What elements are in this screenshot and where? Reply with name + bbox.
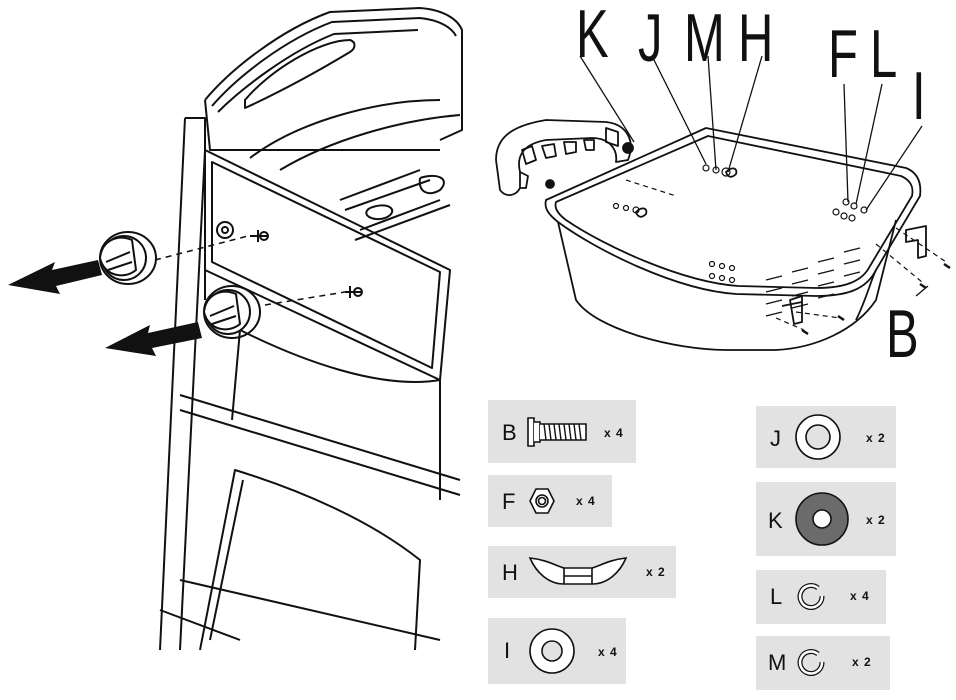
callout-j: J <box>638 0 663 76</box>
part-qty: x 4 <box>850 589 870 603</box>
washer-icon <box>795 414 841 460</box>
warming-rack-exploded-view <box>495 55 951 351</box>
callout-k: K <box>576 0 609 72</box>
part-f-box: F x 4 <box>488 475 612 527</box>
callout-f: F <box>828 16 858 92</box>
arrow-icon <box>8 260 202 356</box>
callout-h: H <box>738 0 774 76</box>
part-l-box: L x 4 <box>756 570 886 624</box>
grill-lid-outline <box>204 7 463 141</box>
callout-b: B <box>886 296 919 372</box>
part-letter: J <box>770 426 781 451</box>
part-letter: B <box>502 420 517 445</box>
control-panel-outline <box>204 149 451 381</box>
part-qty: x 2 <box>866 513 886 527</box>
part-b-box: B x 4 <box>488 400 636 463</box>
part-qty: x 2 <box>866 431 886 445</box>
grill-knob-installation-illustration <box>8 7 463 650</box>
split-lock-washer-icon <box>797 649 825 676</box>
part-qty: x 4 <box>598 645 618 659</box>
part-h-box: H x 2 <box>488 546 676 598</box>
flat-washer-icon <box>529 628 575 674</box>
part-letter: K <box>768 508 783 533</box>
part-letter: M <box>768 650 787 675</box>
bracket-left <box>781 295 803 325</box>
part-letter: L <box>770 584 783 609</box>
bracket-right <box>905 225 927 259</box>
callout-i: I <box>912 58 926 134</box>
part-k-box: K x 2 <box>756 482 896 556</box>
callout-l: L <box>870 16 898 92</box>
part-i-box: I x 4 <box>488 618 626 684</box>
grill-cart-outline <box>159 117 206 650</box>
split-lock-washer-icon <box>797 583 825 610</box>
part-qty: x 4 <box>604 426 624 440</box>
part-letter: F <box>502 489 516 514</box>
handle-outline <box>495 119 632 196</box>
part-qty: x 2 <box>646 565 666 579</box>
callout-m: M <box>684 0 725 76</box>
part-qty: x 4 <box>576 494 596 508</box>
control-knob-lower <box>203 285 261 339</box>
bolt-icon <box>527 417 587 447</box>
control-knob-upper <box>99 231 157 285</box>
part-letter: H <box>502 560 518 585</box>
tray-outline <box>544 127 922 297</box>
bracket-icon <box>528 557 628 585</box>
part-j-box: J x 2 <box>756 406 896 468</box>
part-qty: x 2 <box>852 655 872 669</box>
hex-nut-icon <box>529 488 555 514</box>
dark-washer-icon <box>795 492 849 546</box>
part-letter: I <box>504 638 511 663</box>
part-m-box: M x 2 <box>756 636 890 690</box>
